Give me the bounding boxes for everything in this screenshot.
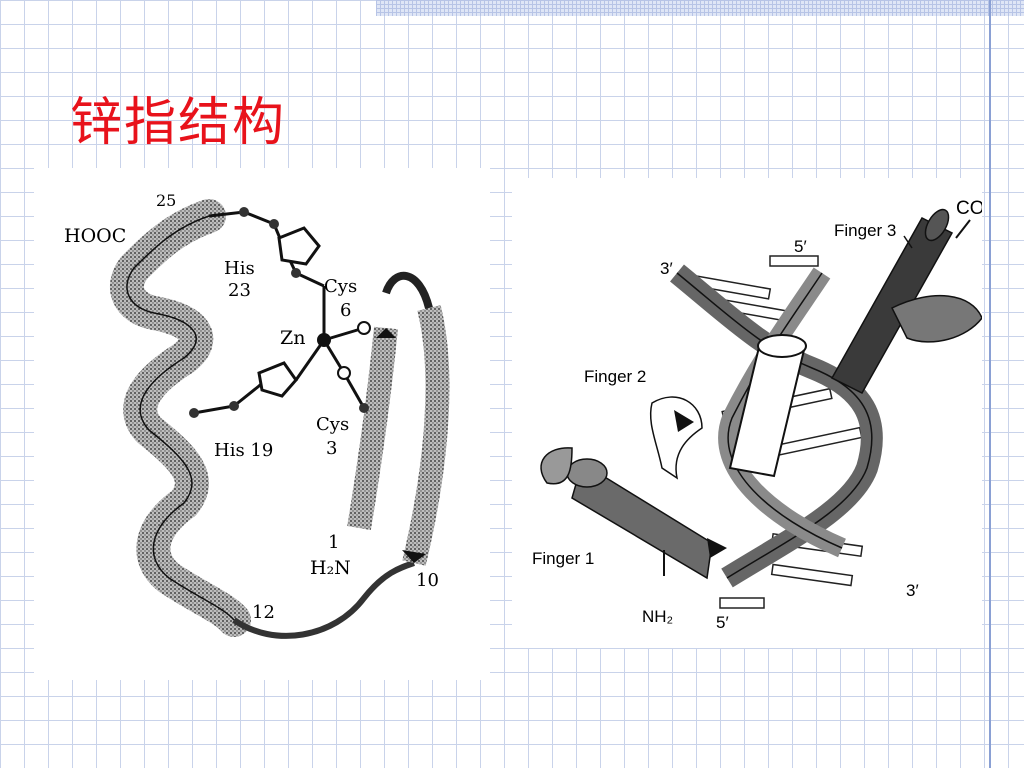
label-zn: Zn	[280, 327, 305, 349]
zn-atom	[317, 333, 331, 347]
loop-strand	[232, 560, 415, 639]
finger2-helix	[649, 334, 807, 480]
slide-title: 锌指结构	[70, 93, 287, 153]
zinc-finger-diagram: 25 HOOC His 23 Cys 6 Zn Cys 3 His 19 1 H…	[34, 168, 490, 680]
label-5prime-bottom: 5′	[716, 613, 729, 632]
label-hooc: HOOC	[64, 225, 126, 247]
label-his23-name: His	[224, 258, 255, 279]
label-his23-num: 23	[228, 280, 251, 301]
label-cys6-name: Cys	[324, 276, 357, 297]
label-5prime-top: 5′	[794, 237, 807, 256]
atoms	[189, 207, 371, 418]
label-25: 25	[156, 191, 176, 210]
label-h2n: H₂N	[310, 557, 351, 579]
zinc-coordination	[193, 210, 366, 415]
label-3prime-bottom: 3′	[906, 581, 919, 600]
label-finger2: Finger 2	[584, 367, 646, 386]
label-nh2: NH₂	[642, 607, 673, 626]
label-10: 10	[416, 570, 439, 591]
leader-finger3	[903, 235, 913, 249]
label-his19: His 19	[214, 440, 273, 461]
label-12: 12	[252, 602, 275, 623]
zinc-finger-dna-svg: CO Finger 3 5′ 3′ Finger 2 Finger 1 NH₂ …	[532, 198, 982, 632]
beta-hairpin	[347, 271, 450, 566]
header-pattern-bar	[376, 0, 1024, 16]
zinc-finger-svg: 25 HOOC His 23 Cys 6 Zn Cys 3 His 19 1 H…	[64, 191, 450, 639]
label-cys3-name: Cys	[316, 414, 349, 435]
label-co: CO	[956, 198, 982, 219]
label-1: 1	[328, 532, 339, 553]
alpha-helix-ribbon	[110, 199, 251, 637]
label-finger3: Finger 3	[834, 221, 896, 240]
slide-right-border	[989, 0, 991, 768]
finger3-helix	[830, 208, 982, 394]
dna-backbone	[670, 264, 883, 588]
label-cys3-num: 3	[326, 438, 337, 459]
label-3prime-top: 3′	[660, 259, 673, 278]
label-cys6-num: 6	[340, 300, 351, 321]
label-finger1: Finger 1	[532, 549, 594, 568]
leader-co	[955, 219, 971, 239]
finger1-helix	[540, 447, 727, 580]
zinc-finger-dna-complex: CO Finger 3 5′ 3′ Finger 2 Finger 1 NH₂ …	[512, 178, 982, 648]
